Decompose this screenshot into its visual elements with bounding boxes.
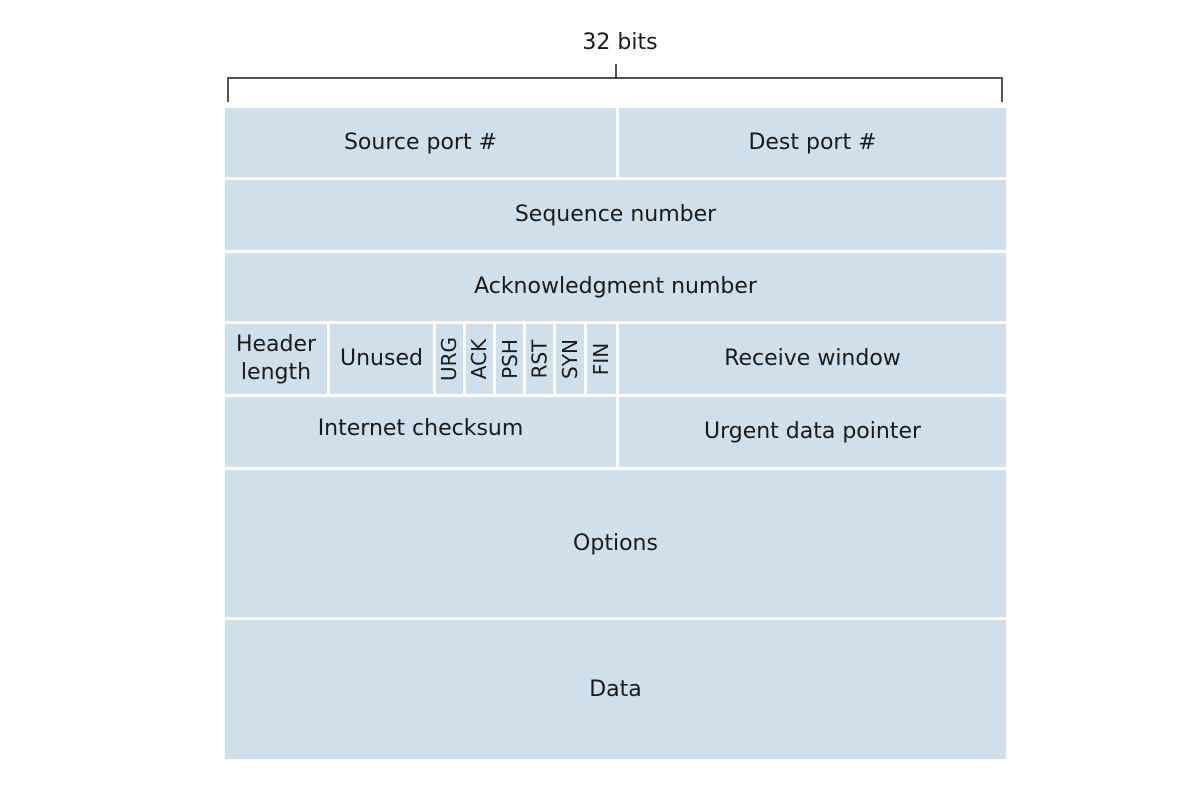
flag-psh: PSH	[496, 324, 523, 394]
internet-checksum-label: Internet checksum	[317, 416, 524, 441]
urgent-data-pointer-field: Urgent data pointer	[619, 397, 1006, 467]
source-port-label: Source port #	[343, 129, 498, 155]
flag-urg: URG	[436, 324, 463, 394]
data-field: Data	[225, 620, 1006, 759]
header-length-field: Header length	[225, 324, 327, 394]
options-label: Options	[573, 530, 658, 556]
source-port-field: Source port #	[225, 108, 616, 177]
internet-checksum-field: Internet checksum	[225, 397, 616, 467]
unused-field: Unused	[330, 324, 433, 394]
sequence-number-label: Sequence number	[514, 202, 717, 227]
flag-fin: FIN	[587, 324, 616, 394]
sequence-number-field: Sequence number	[225, 180, 1006, 250]
flag-fin-label: FIN	[589, 342, 614, 376]
bit-width-bracket	[227, 64, 1003, 102]
flag-ack: ACK	[466, 324, 493, 394]
flag-rst: RST	[526, 324, 553, 394]
acknowledgment-number-field: Acknowledgment number	[225, 253, 1006, 321]
flag-psh-label: PSH	[497, 339, 522, 379]
urgent-data-pointer-label: Urgent data pointer	[703, 419, 922, 444]
bit-width-label: 32 bits	[582, 30, 658, 55]
flag-ack-label: ACK	[467, 338, 492, 380]
dest-port-field: Dest port #	[619, 108, 1006, 177]
acknowledgment-number-label: Acknowledgment number	[474, 274, 757, 299]
receive-window-label: Receive window	[724, 346, 901, 371]
options-field: Options	[225, 470, 1006, 617]
data-label: Data	[589, 676, 642, 702]
header-length-label: Header length	[235, 332, 317, 385]
flag-syn: SYN	[556, 324, 584, 394]
flag-urg-label: URG	[437, 336, 462, 382]
dest-port-label: Dest port #	[748, 129, 877, 155]
flag-rst-label: RST	[527, 339, 552, 379]
flag-syn-label: SYN	[558, 339, 582, 379]
unused-label: Unused	[340, 346, 423, 371]
receive-window-field: Receive window	[619, 324, 1006, 394]
